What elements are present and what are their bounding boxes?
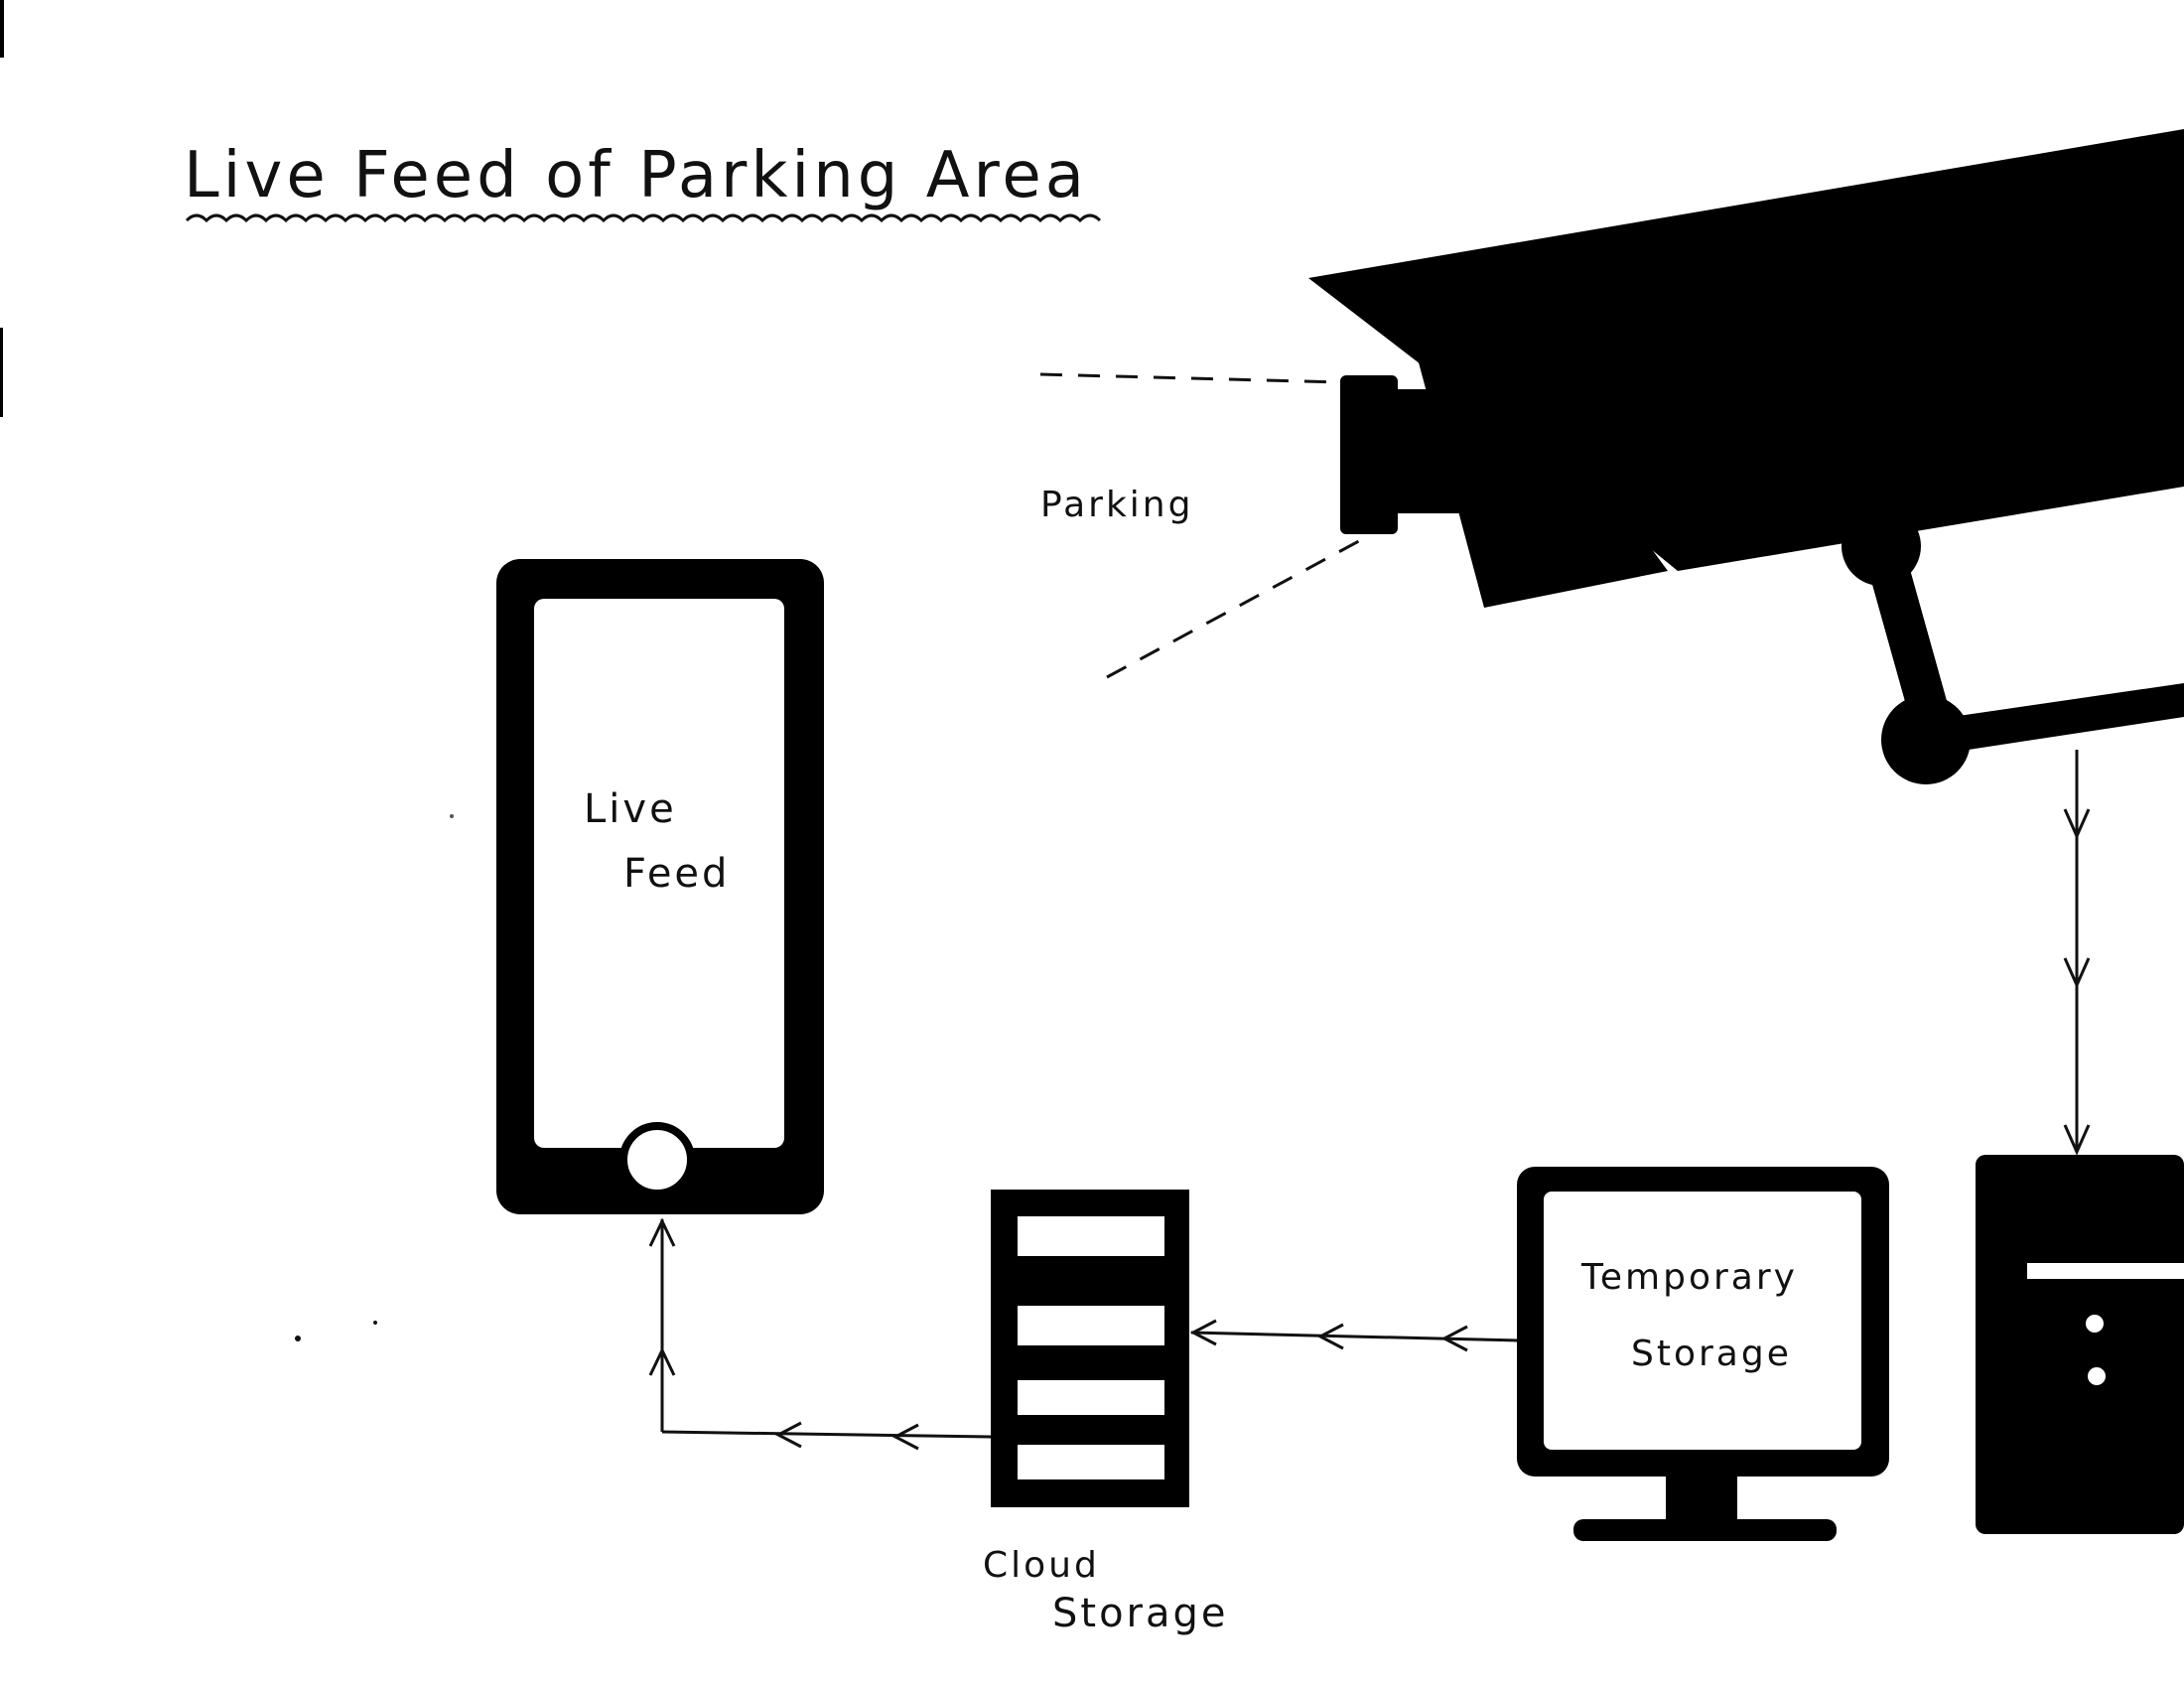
temp-label-line1: Temporary (1580, 1257, 1798, 1298)
arrow-head-left (891, 1423, 919, 1451)
phone-screen (534, 599, 784, 1148)
diagram-title: Live Feed of Parking Area (184, 139, 1088, 212)
cpu-button (2086, 1315, 2104, 1333)
camera-arm (1864, 548, 1951, 723)
server-slot (1018, 1216, 1164, 1256)
fov-line-top (1039, 372, 1343, 384)
arrow-head-up (648, 1217, 676, 1247)
camera-lens-mount (1390, 389, 1459, 513)
arrow-head-left (1440, 1325, 1468, 1352)
cpu-tower-icon (1976, 1155, 2184, 1534)
phone-home-button (619, 1122, 695, 1197)
camera-front (1415, 328, 1668, 608)
smartphone-icon: Live Feed (496, 559, 824, 1214)
cctv-camera-icon (1308, 129, 2184, 784)
arrow-head-left (1189, 1319, 1217, 1346)
cloud-label-line2: Storage (1052, 1591, 1229, 1636)
monitor-screen (1544, 1192, 1861, 1450)
arrow-head-down (2063, 808, 2091, 840)
phone-label-line2: Feed (623, 851, 730, 897)
fov-line-bottom (1106, 534, 1369, 679)
server-slot (1018, 1380, 1164, 1415)
monitor-base (1573, 1519, 1837, 1541)
phone-label-line1: Live (584, 786, 677, 832)
camera-wall-bracket (1931, 683, 2184, 755)
flow-camera-to-cpu (2063, 750, 2091, 1156)
arrow-head-left (1316, 1323, 1344, 1350)
scan-edge-mark (0, 0, 4, 58)
arrow-head-down (2063, 957, 2091, 989)
scan-speck (373, 1321, 377, 1325)
arrow-head-down (2063, 1124, 2091, 1156)
title-underline (185, 213, 1102, 223)
scan-edge-mark (0, 328, 3, 417)
flow-cloud-to-phone (648, 1217, 992, 1451)
arrow-head-left (774, 1421, 802, 1449)
cpu-button (2088, 1367, 2106, 1385)
cloud-storage-server-icon (991, 1190, 1189, 1507)
cpu-case (1976, 1155, 2184, 1534)
cloud-label-line1: Cloud (983, 1545, 1100, 1586)
title-group: Live Feed of Parking Area (184, 139, 1102, 223)
scan-speck (295, 1336, 301, 1341)
scan-speck (450, 814, 454, 818)
camera-body (1308, 129, 2184, 571)
arrow-head-up (648, 1346, 676, 1376)
camera-lens (1340, 375, 1398, 534)
cpu-drive-slot (2027, 1263, 2184, 1279)
server-slot (1018, 1306, 1164, 1345)
flow-monitor-to-cloud (1189, 1319, 1518, 1352)
server-slot (1018, 1445, 1164, 1479)
temp-label-line2: Storage (1631, 1334, 1792, 1374)
monitor-icon: Temporary Storage (1517, 1167, 1889, 1541)
parking-label: Parking (1040, 485, 1193, 525)
